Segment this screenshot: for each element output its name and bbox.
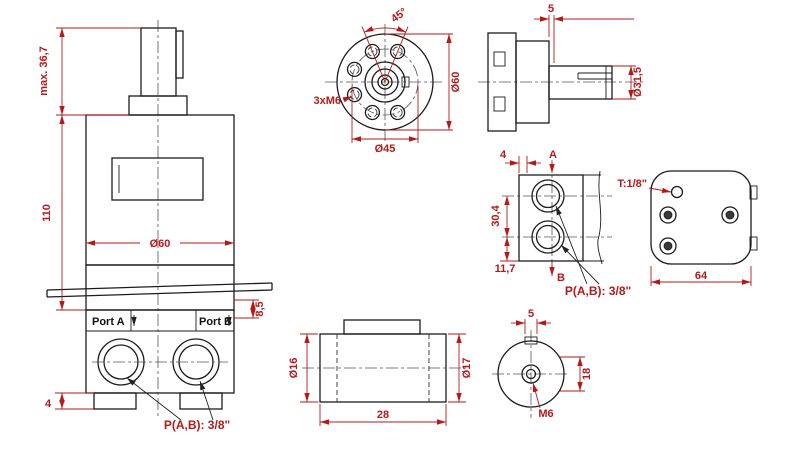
- port-a-label: Port A: [92, 316, 125, 328]
- dim-pilot-depth: 5: [548, 3, 554, 15]
- shaft-side-view: 5 Ø31,5: [478, 3, 646, 132]
- port-b-label: Port B: [199, 316, 232, 328]
- dim-bolt-angle: 45°: [389, 6, 410, 25]
- drain-thread-callout: T:1/8": [617, 178, 647, 190]
- dim-slot-width: 5: [528, 308, 534, 320]
- dim-shaft-diameter: Ø31,5: [632, 67, 644, 97]
- rear-screws: [659, 206, 739, 255]
- bolt-thread-callout: 3xM6: [313, 95, 341, 107]
- keyway: [401, 76, 410, 88]
- break-line: [597, 170, 603, 265]
- bolt-circle: [351, 48, 419, 116]
- thread-callout-m6: M6: [538, 408, 553, 420]
- face-view: 45° 3xM6 Ø60 Ø45: [313, 6, 462, 155]
- name-plate: [111, 157, 204, 201]
- port-a-arrow-label: A: [549, 149, 557, 161]
- dim-port-offset: 4: [500, 149, 507, 161]
- bolt-holes: [346, 43, 406, 121]
- ports-view: A B 4 30,4 11,7 P(A,B): 3/8": [490, 149, 631, 298]
- ports-thread-callout-side: P(A,B): 3/8": [565, 284, 631, 298]
- ports-thread-callout: P(A,B): 3/8": [164, 418, 230, 432]
- drain-port: [670, 185, 684, 199]
- dim-end-offset: 18: [581, 368, 593, 380]
- dim-body-height: 110: [41, 204, 53, 222]
- dim-cylinder-right-diameter: Ø17: [461, 358, 473, 379]
- port-b-arrow-label: B: [557, 272, 565, 284]
- front-view: Port A Port B max. 36,7 110 Ø60 8,5 4 P(…: [38, 20, 273, 432]
- dim-cylinder-length: 28: [377, 409, 389, 421]
- end-view: 5 18 M6: [492, 308, 593, 420]
- dim-body-diameter: Ø60: [150, 238, 171, 250]
- key-slot: [524, 336, 538, 345]
- dim-port-bottom: 11,7: [495, 263, 516, 275]
- dim-bolt-circle-diameter: Ø45: [375, 143, 396, 155]
- dim-foot-height: 4: [45, 398, 52, 410]
- dim-plate-offset: 8,5: [254, 301, 266, 316]
- dim-face-outer-diameter: Ø60: [450, 72, 462, 93]
- dim-shaft-height: max. 36,7: [38, 46, 50, 96]
- cylinder-view: Ø16 Ø17 28: [288, 319, 473, 426]
- dim-rear-width: 64: [695, 270, 708, 282]
- rear-view: T:1/8" 64: [617, 170, 758, 286]
- dim-port-spacing: 30,4: [490, 204, 502, 226]
- dim-cylinder-left-diameter: Ø16: [288, 358, 300, 379]
- output-shaft: [548, 65, 613, 100]
